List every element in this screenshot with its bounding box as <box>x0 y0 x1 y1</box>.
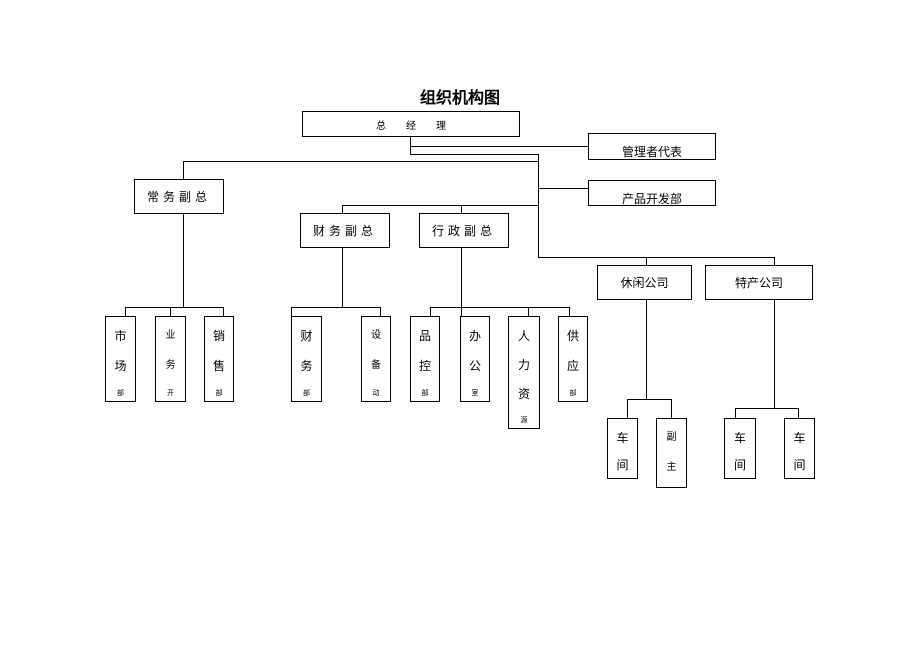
dept-char: 务 <box>300 359 313 373</box>
workshop-specialty-2: 车 间 <box>784 418 815 479</box>
dept-char: 力 <box>517 358 530 372</box>
vp-executive-box: 常务副总 <box>134 179 224 214</box>
department-supply: 供 应 部 <box>558 316 588 402</box>
dept-char: 间 <box>793 458 806 472</box>
department-office: 办 公 室 <box>460 316 490 402</box>
dept-char: 公 <box>468 359 481 373</box>
gm-char: 经 <box>406 120 416 132</box>
general-manager-box: 总 经 理 <box>302 111 520 137</box>
dept-char: 副 <box>666 432 677 443</box>
dept-char: 部 <box>421 389 429 397</box>
management-rep-box: 管理者代表 <box>588 133 716 160</box>
gm-char: 总 <box>376 120 386 132</box>
dept-char: 售 <box>212 359 225 373</box>
department-qc: 品 控 部 <box>410 316 440 402</box>
gm-char: 理 <box>436 120 446 132</box>
workshop-specialty-1: 车 间 <box>724 418 756 479</box>
department-sales: 销 售 部 <box>204 316 234 402</box>
dept-char: 间 <box>616 458 629 472</box>
vice-manager-leisure: 副 主 <box>656 418 687 488</box>
dept-char: 设 <box>371 330 381 341</box>
dept-char: 财 <box>300 329 313 343</box>
dept-char: 控 <box>418 359 431 373</box>
leisure-company-box: 休闲公司 <box>597 265 692 300</box>
vp-finance-box: 财务副总 <box>300 213 390 248</box>
dept-char: 部 <box>117 389 124 397</box>
dept-char: 供 <box>566 329 579 343</box>
dept-char: 部 <box>569 389 577 397</box>
dept-char: 人 <box>517 329 530 343</box>
dept-char: 车 <box>733 431 746 445</box>
dept-char: 资 <box>517 387 530 401</box>
dept-char: 备 <box>371 360 381 371</box>
dept-char: 主 <box>666 462 677 473</box>
dept-char: 销 <box>212 329 225 343</box>
dept-char: 市 <box>114 329 127 343</box>
dept-char: 场 <box>114 359 127 373</box>
vp-admin-box: 行政副总 <box>419 213 509 248</box>
chart-title: 组织机构图 <box>419 88 500 107</box>
dept-char: 应 <box>566 359 579 373</box>
dept-char: 间 <box>733 458 746 472</box>
specialty-company-box: 特产公司 <box>705 265 813 300</box>
dept-char: 动 <box>372 389 380 397</box>
dept-char: 务 <box>165 360 176 371</box>
dept-char: 开 <box>167 389 174 397</box>
department-finance: 财 务 部 <box>291 316 322 402</box>
department-business: 业 务 开 <box>155 316 186 402</box>
dept-char: 品 <box>418 329 431 343</box>
dept-char: 业 <box>165 330 176 341</box>
dept-char: 车 <box>616 431 629 445</box>
dept-char: 源 <box>520 416 528 424</box>
workshop-leisure: 车 间 <box>607 418 638 479</box>
dept-char: 部 <box>215 389 223 397</box>
product-dev-box: 产品开发部 <box>588 180 716 206</box>
department-hr: 人 力 资 源 <box>508 316 540 429</box>
dept-char: 室 <box>471 389 479 397</box>
department-market: 市 场 部 <box>105 316 136 402</box>
department-equipment: 设 备 动 <box>361 316 391 402</box>
dept-char: 车 <box>793 431 806 445</box>
dept-char: 部 <box>303 389 310 397</box>
dept-char: 办 <box>468 329 481 343</box>
